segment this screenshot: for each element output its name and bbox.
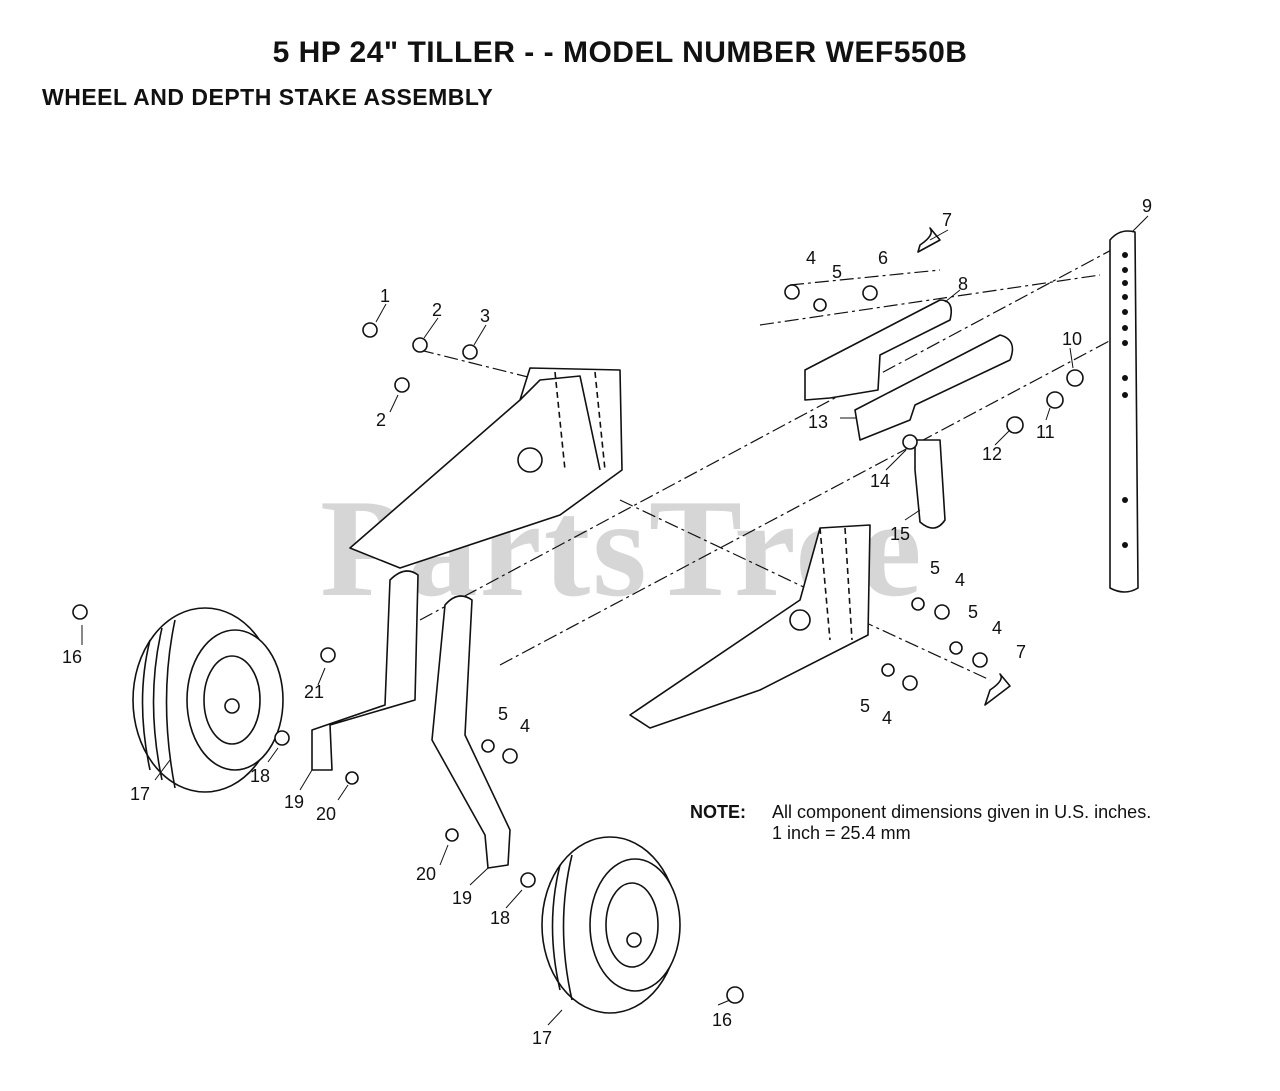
callout-4: 4 <box>806 248 816 268</box>
callout-12: 12 <box>982 444 1002 464</box>
callout-4: 4 <box>992 618 1002 638</box>
callout-20: 20 <box>316 804 336 824</box>
callout-11: 11 <box>1036 422 1055 442</box>
callout-2: 2 <box>432 300 442 320</box>
diagram-title: 5 HP 24" TILLER - - MODEL NUMBER WEF550B <box>272 36 968 69</box>
left-wheel-bracket <box>311 570 419 771</box>
depth-stake-bar <box>1109 230 1139 593</box>
left-wheel <box>132 607 284 793</box>
callout-4: 4 <box>520 716 530 736</box>
callout-5: 5 <box>930 558 940 578</box>
callout-18: 18 <box>250 766 270 786</box>
leader-lines <box>81 215 1149 1026</box>
callout-9: 9 <box>1142 196 1152 216</box>
callout-10: 10 <box>1062 329 1082 349</box>
callout-8: 8 <box>958 274 968 294</box>
callout-13: 13 <box>808 412 828 432</box>
callout-16: 16 <box>62 647 82 667</box>
left-frame-bracket <box>349 367 623 569</box>
right-frame-bracket <box>629 524 871 729</box>
callout-7: 7 <box>942 210 952 230</box>
callout-17: 17 <box>532 1028 552 1048</box>
callout-21: 21 <box>304 682 324 702</box>
callout-5: 5 <box>860 696 870 716</box>
note-body: All component dimensions given in U.S. i… <box>772 802 1151 844</box>
callout-20: 20 <box>416 864 436 884</box>
right-wheel-bracket <box>431 595 511 869</box>
callout-4: 4 <box>955 570 965 590</box>
callout-15: 15 <box>890 524 910 544</box>
assembly-subtitle: WHEEL AND DEPTH STAKE ASSEMBLY <box>42 84 494 110</box>
callout-7: 7 <box>1016 642 1026 662</box>
hardware-parts <box>72 227 1084 1004</box>
depth-stake-plates <box>804 299 1014 441</box>
callout-1: 1 <box>380 286 390 306</box>
dimension-note: NOTE: All component dimensions given in U… <box>690 802 1151 844</box>
callout-3: 3 <box>480 306 490 326</box>
part-callouts: 1 2 3 2 4 5 6 7 8 9 10 11 12 13 14 15 5 … <box>62 196 1152 1048</box>
callout-5: 5 <box>832 262 842 282</box>
callout-5: 5 <box>968 602 978 622</box>
callout-16: 16 <box>712 1010 732 1030</box>
callout-19: 19 <box>284 792 304 812</box>
callout-5: 5 <box>498 704 508 724</box>
right-wheel <box>541 836 681 1014</box>
assembly-guide-lines <box>419 239 1131 681</box>
note-line-2: 1 inch = 25.4 mm <box>772 823 911 843</box>
callout-2: 2 <box>376 410 386 430</box>
callout-19: 19 <box>452 888 472 908</box>
callout-14: 14 <box>870 471 890 491</box>
note-line-1: All component dimensions given in U.S. i… <box>772 802 1152 822</box>
callout-4: 4 <box>882 708 892 728</box>
callout-18: 18 <box>490 908 510 928</box>
callout-6: 6 <box>878 248 888 268</box>
callout-17: 17 <box>130 784 150 804</box>
latch-bracket <box>914 439 946 529</box>
note-label: NOTE: <box>690 802 746 822</box>
